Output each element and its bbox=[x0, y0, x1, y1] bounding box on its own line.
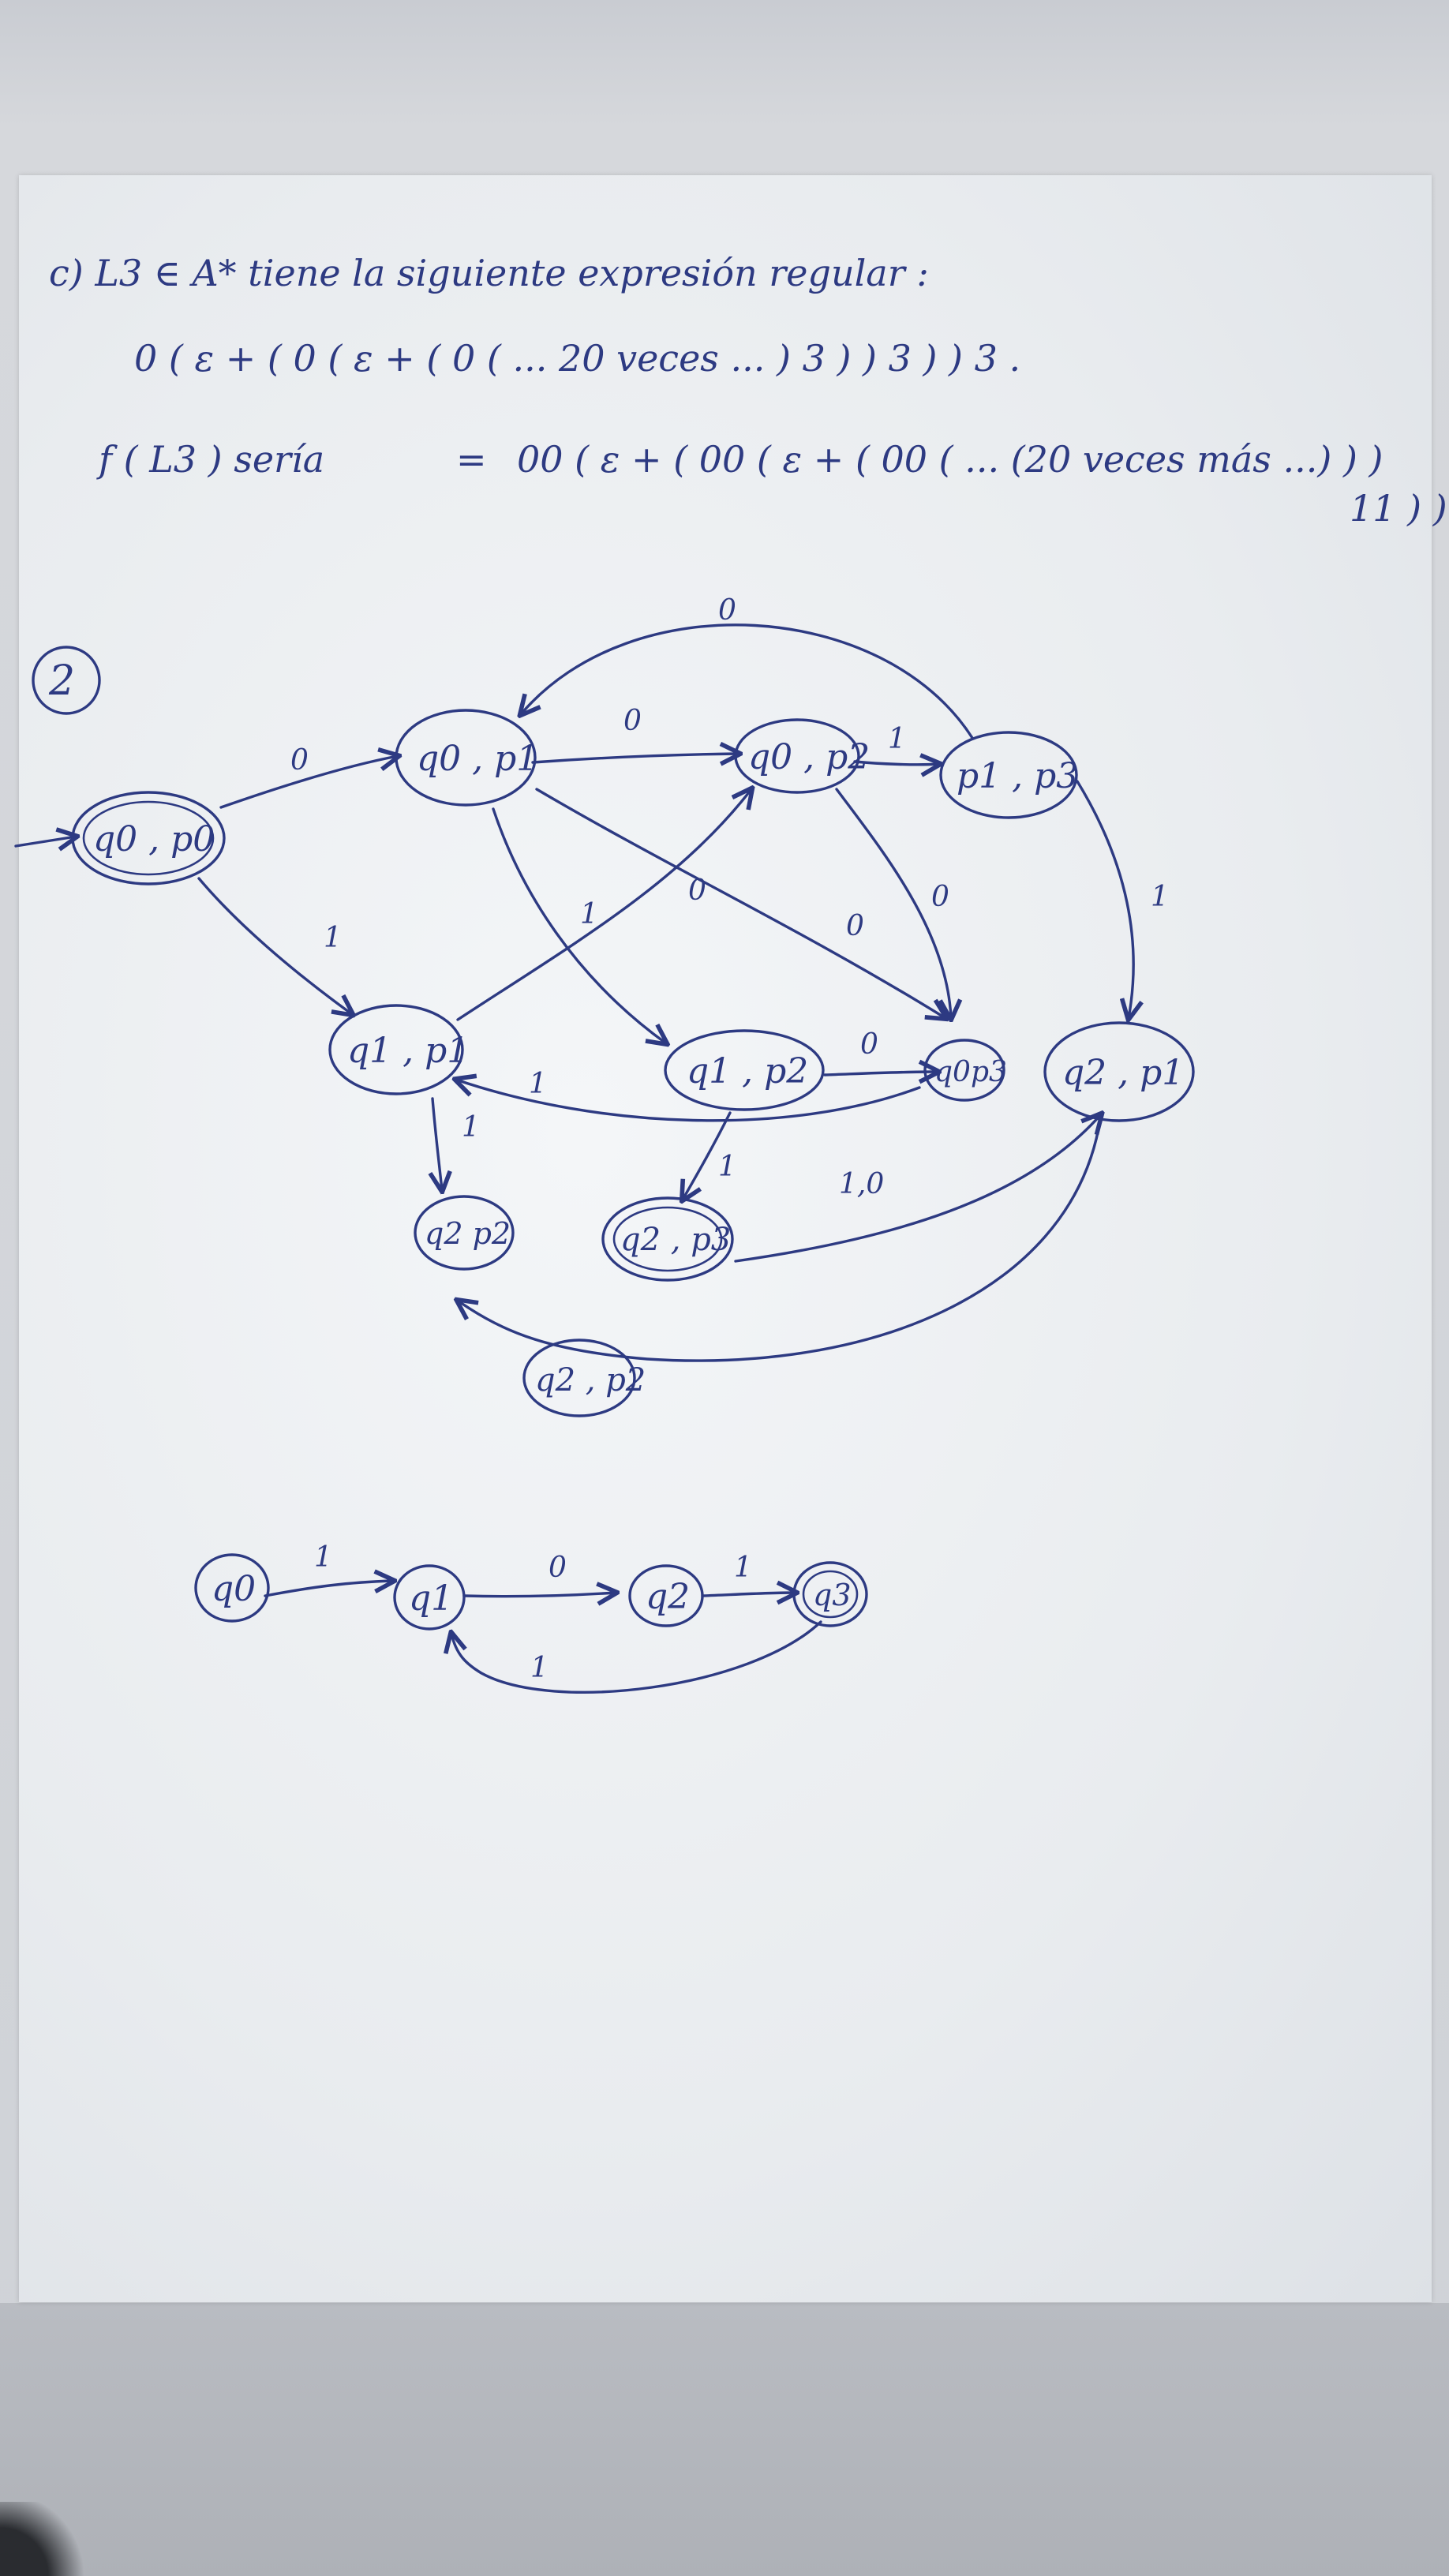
notes-section: c) L3 ∈ A* tiene la siguiente expresión … bbox=[49, 252, 1447, 530]
edge-q0p0-q0p1 bbox=[219, 756, 398, 809]
state-q2: q2 bbox=[628, 1564, 704, 1627]
svg-text:q1: q1 bbox=[409, 1578, 453, 1619]
state-q2p2b: q2 , p2 bbox=[522, 1339, 646, 1417]
notes-line-4: 11 ) ) bbox=[1350, 487, 1447, 530]
svg-text:p1 , p3: p1 , p3 bbox=[957, 756, 1078, 796]
edge-labels: 0 1 0 1 0 1 0 0 0 1 0 1 1 1 1,0 bbox=[290, 594, 1169, 1200]
edge-q1p2-q2p3 bbox=[683, 1111, 732, 1200]
state-p1p3: p1 , p3 bbox=[939, 731, 1078, 819]
notes-line-1: c) L3 ∈ A* tiene la siguiente expresión … bbox=[49, 252, 929, 294]
svg-text:q0 , p0: q0 , p0 bbox=[93, 819, 215, 859]
svg-text:q0p3: q0p3 bbox=[934, 1056, 1007, 1088]
label-q1p2-q0p3: 0 bbox=[860, 1028, 878, 1061]
label-q0p1-q0p2: 0 bbox=[623, 705, 642, 737]
label-q0p1-q1p2: 1 bbox=[580, 898, 598, 930]
state-q2p3: q2 , p3 bbox=[601, 1196, 734, 1282]
label-q1p1-q0p2: 0 bbox=[688, 874, 706, 907]
label-p1p3-q2p1: 1 bbox=[1151, 881, 1169, 913]
svg-text:q2 , p2: q2 , p2 bbox=[535, 1362, 646, 1398]
label-q2p3-q2p1: 1,0 bbox=[839, 1168, 884, 1200]
state-q0p3: q0p3 bbox=[923, 1039, 1007, 1102]
problem-number: 2 bbox=[32, 646, 101, 715]
edge-q0p1-q1p2 bbox=[492, 807, 666, 1043]
corner-shadow bbox=[0, 2502, 95, 2576]
label-q3-q1: 1 bbox=[530, 1652, 549, 1684]
edge-q0p0-q1p1 bbox=[197, 877, 352, 1014]
svg-text:q2 , p1: q2 , p1 bbox=[1062, 1053, 1184, 1093]
edges bbox=[14, 623, 1133, 1362]
svg-text:q0 , p1: q0 , p1 bbox=[417, 739, 538, 779]
state-q1p1: q1 , p1 bbox=[328, 1004, 469, 1095]
paper-sheet bbox=[19, 175, 1432, 2302]
label-q1p1-q2p2: 1 bbox=[462, 1111, 480, 1144]
label-q0p2-p1p3: 1 bbox=[888, 723, 906, 755]
state-q0p2: q0 , p2 bbox=[734, 718, 870, 794]
edge-q1p2-q0p3 bbox=[823, 1072, 938, 1075]
edge-q0-q1 bbox=[264, 1581, 393, 1597]
table-surface bbox=[0, 2303, 1449, 2576]
svg-text:q2: q2 bbox=[646, 1577, 690, 1617]
edge-q1p1-q2p2 bbox=[432, 1097, 442, 1190]
notes-line-3-eq: = bbox=[456, 438, 487, 481]
state-q2p1: q2 , p1 bbox=[1043, 1021, 1195, 1122]
state-q2p2a: q2 p2 bbox=[414, 1195, 515, 1271]
edge-q1p1-q0p2 bbox=[456, 789, 751, 1021]
svg-text:q2 p2: q2 p2 bbox=[425, 1216, 511, 1251]
svg-text:q0: q0 bbox=[212, 1569, 256, 1609]
label-q0p2-q0p3: 0 bbox=[931, 881, 949, 913]
edge-q0p1-q0p3 bbox=[535, 788, 945, 1018]
edge-p1p3-q2p1 bbox=[1076, 780, 1133, 1018]
notes-line-2: 0 ( ε + ( 0 ( ε + ( 0 ( ... 20 veces ...… bbox=[134, 337, 1020, 380]
state-q0p1: q0 , p1 bbox=[395, 709, 538, 807]
edge-q1-q2 bbox=[462, 1593, 616, 1597]
svg-text:q0 , p2: q0 , p2 bbox=[748, 737, 870, 777]
notes-line-3-left: f ( L3 ) sería bbox=[96, 438, 324, 481]
label-q0p0-q0p1: 0 bbox=[290, 744, 309, 777]
notes-line-3-right: 00 ( ε + ( 00 ( ε + ( 00 ( ... (20 veces… bbox=[517, 438, 1383, 481]
edge-q0p3-q1p1 bbox=[456, 1080, 921, 1122]
label-q1p2-q2p3: 1 bbox=[718, 1151, 736, 1183]
label-q0p1-q0p3: 0 bbox=[846, 910, 864, 942]
label-p1p3-q0p1: 0 bbox=[718, 594, 736, 627]
label-q0p0-q1p1: 1 bbox=[324, 922, 342, 954]
svg-text:2: 2 bbox=[48, 657, 75, 705]
product-automaton: 0 1 0 1 0 1 0 0 0 1 0 1 1 1 1,0 q0 , p0 … bbox=[14, 594, 1195, 1417]
edge-q2-q3 bbox=[701, 1593, 796, 1596]
label-q0p3-q1p1: 1 bbox=[529, 1068, 547, 1100]
label-q1-q2: 0 bbox=[549, 1552, 567, 1584]
state-q0p0: q0 , p0 bbox=[71, 791, 226, 886]
svg-text:q2 , p3: q2 , p3 bbox=[620, 1222, 731, 1258]
edge-initial-q0p0 bbox=[14, 837, 76, 846]
label-q0-q1: 1 bbox=[314, 1541, 332, 1574]
svg-text:q3: q3 bbox=[813, 1578, 852, 1612]
svg-text:q1 , p1: q1 , p1 bbox=[347, 1031, 469, 1071]
state-q1: q1 bbox=[393, 1564, 466, 1631]
edge-q0p2-p1p3 bbox=[853, 762, 939, 765]
edge-q3-q1 bbox=[451, 1620, 822, 1694]
edge-q0p1-q0p2 bbox=[531, 754, 739, 762]
state-q0: q0 bbox=[194, 1553, 270, 1623]
edge-q2p3-q2p1 bbox=[734, 1114, 1101, 1263]
edge-p1p3-q0p1 bbox=[521, 623, 974, 739]
svg-text:q1 , p2: q1 , p2 bbox=[687, 1051, 808, 1091]
state-q1p2: q1 , p2 bbox=[664, 1029, 825, 1111]
state-q3: q3 bbox=[792, 1561, 868, 1627]
small-automaton: 1 0 1 1 q0 q1 q2 q3 bbox=[194, 1541, 868, 1694]
edge-q2p1-q2p2 bbox=[458, 1127, 1100, 1362]
edge-q0p2-q0p3 bbox=[835, 788, 951, 1018]
label-q2-q3: 1 bbox=[734, 1552, 752, 1584]
